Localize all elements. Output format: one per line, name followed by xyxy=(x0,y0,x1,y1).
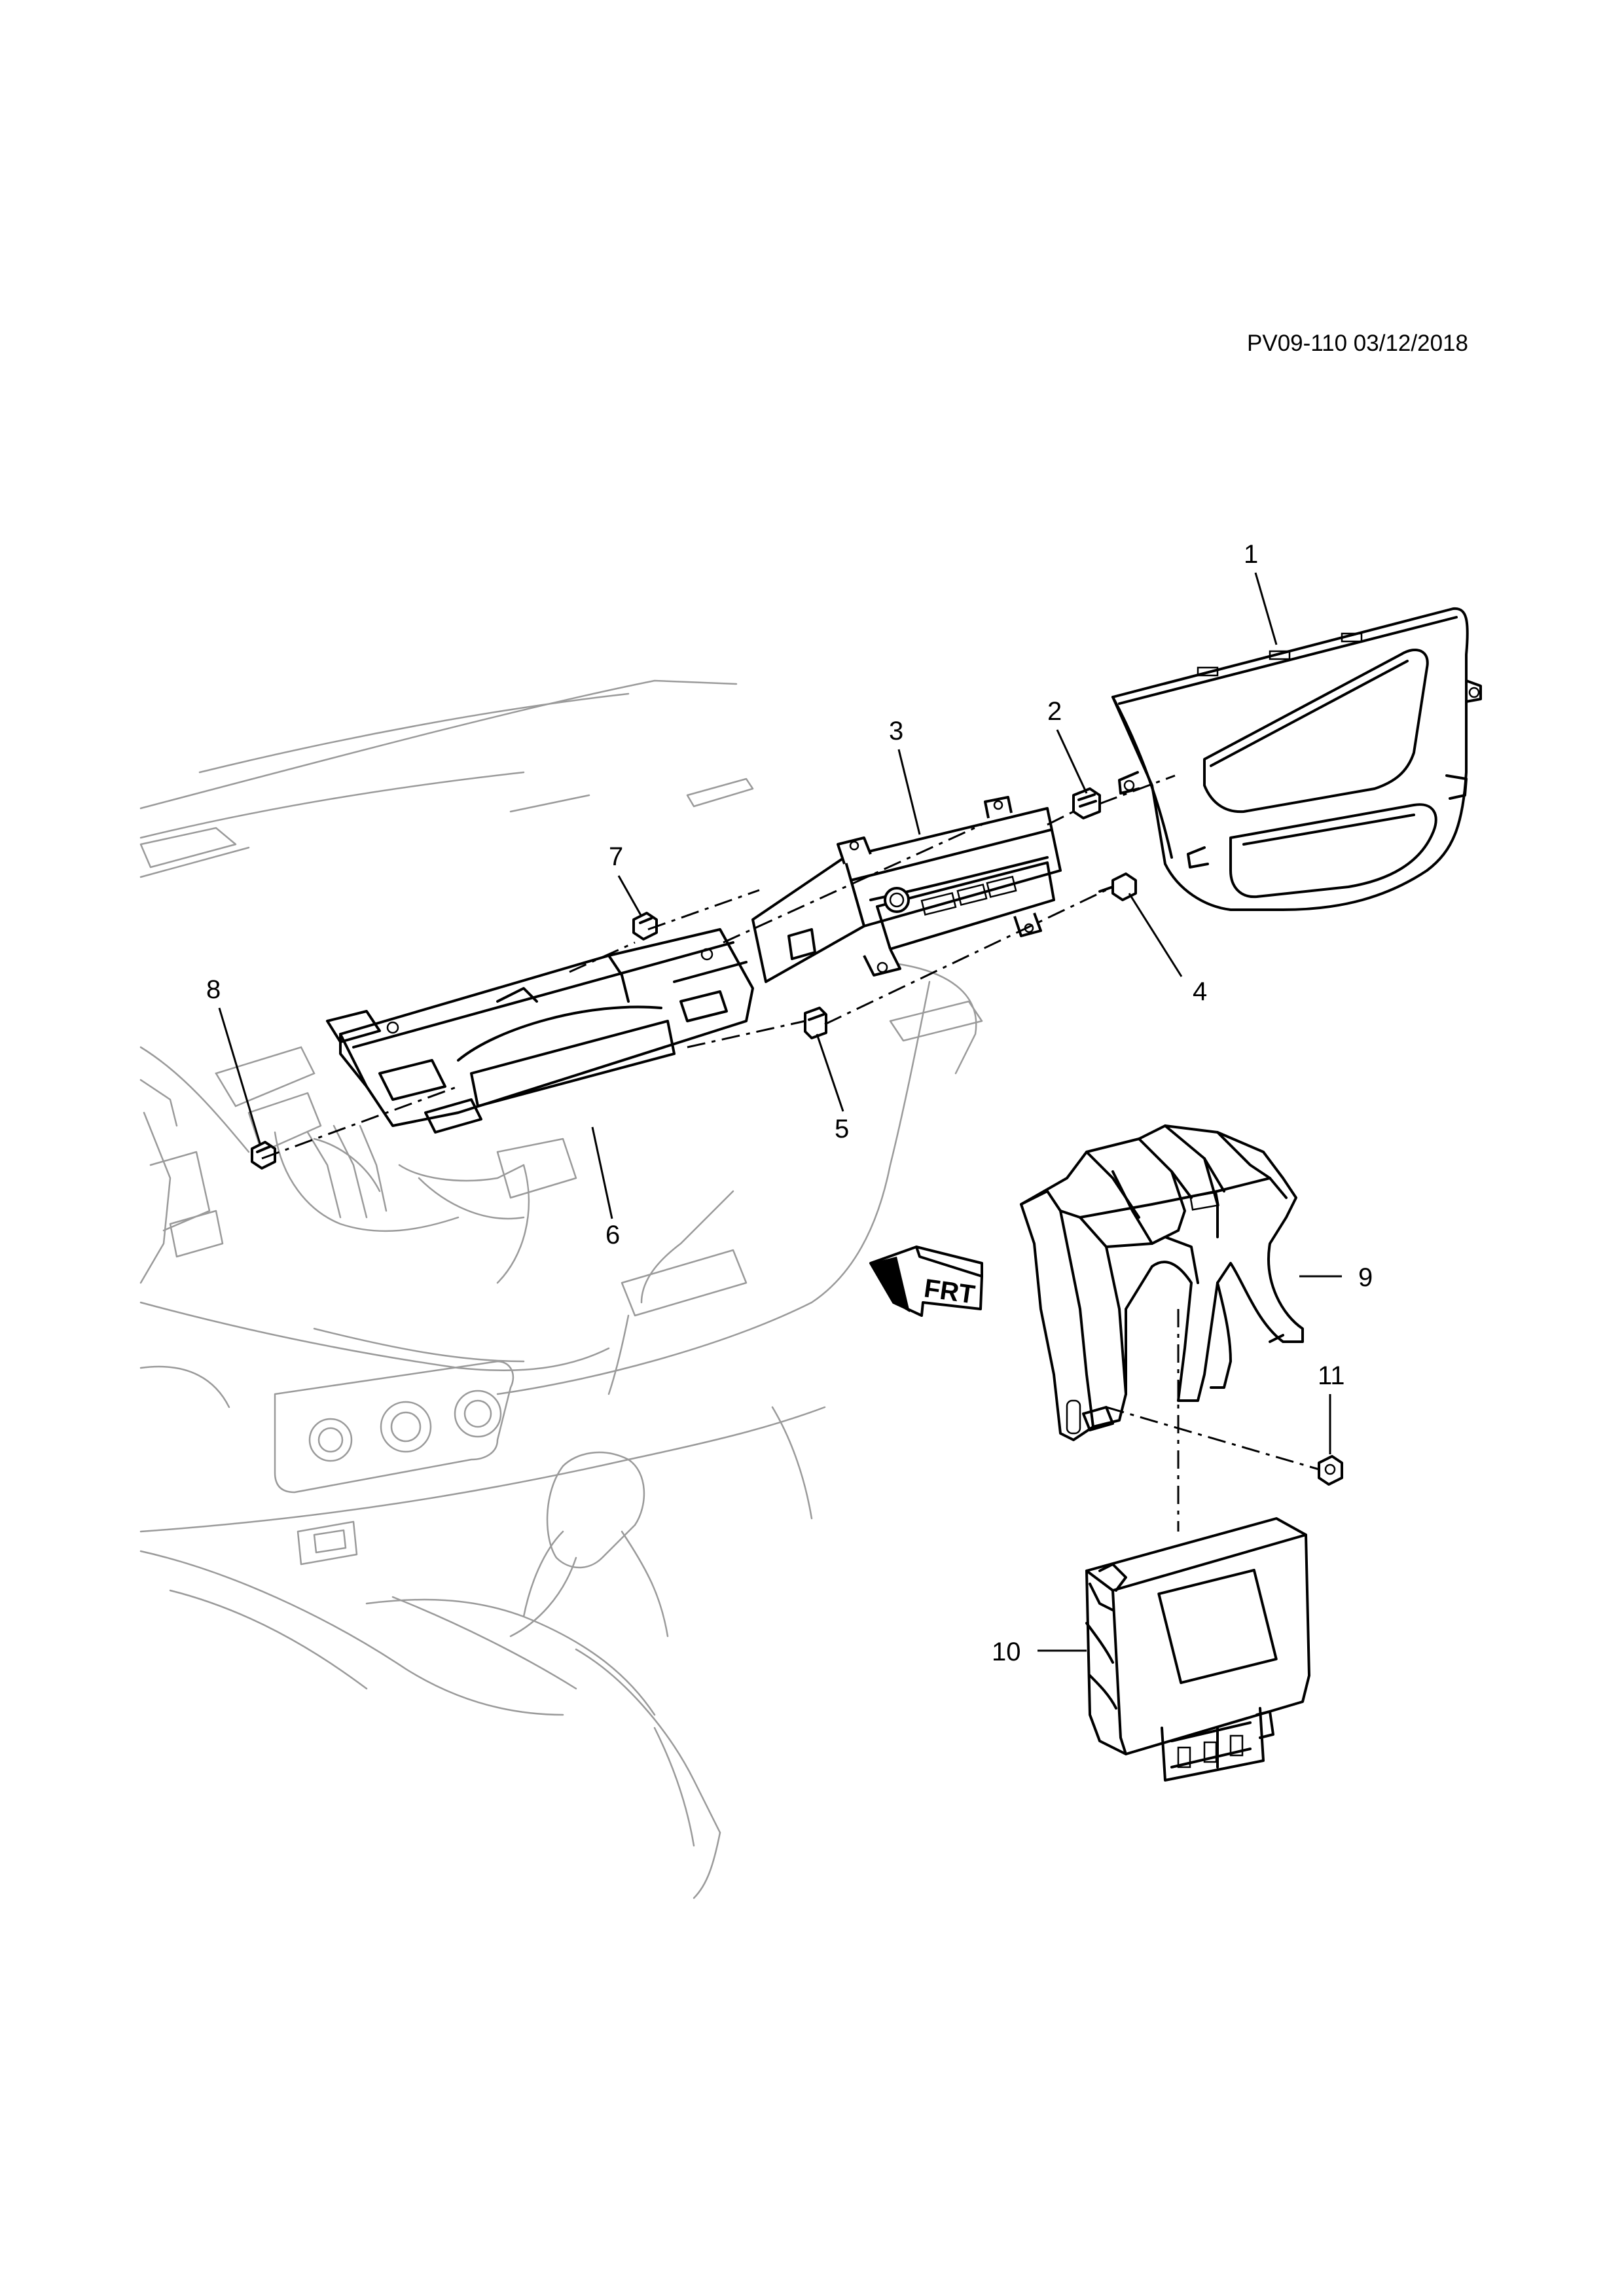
callout-11: 11 xyxy=(1318,1361,1345,1390)
front-direction-arrow: FRT xyxy=(869,1246,983,1317)
callout-10: 10 xyxy=(992,1638,1021,1666)
callout-3: 3 xyxy=(889,717,903,745)
part-2-clip xyxy=(1072,787,1101,819)
part-9-holder xyxy=(1020,1124,1304,1441)
assembly-lines xyxy=(261,774,1320,1532)
callout-2: 2 xyxy=(1047,697,1062,726)
callout-labels: 1 2 3 4 5 6 7 8 9 10 11 xyxy=(206,540,1373,1666)
part-11-nut xyxy=(1318,1455,1343,1486)
callout-1: 1 xyxy=(1244,540,1258,569)
drawing-id: PV09-110 03/12/2018 xyxy=(1247,331,1468,356)
callout-4: 4 xyxy=(1193,977,1207,1006)
dashboard-background xyxy=(139,679,983,1899)
leader-lines xyxy=(218,572,1342,1652)
front-arrow-label: FRT xyxy=(922,1274,977,1309)
part-8-bolt xyxy=(251,1141,276,1170)
part-10-module xyxy=(1085,1517,1310,1782)
part-5-clip xyxy=(804,1007,827,1039)
part-7-bolt xyxy=(632,912,658,941)
callout-6: 6 xyxy=(605,1221,620,1249)
part-1-bezel xyxy=(1111,607,1482,911)
callout-7: 7 xyxy=(609,842,623,871)
callout-8: 8 xyxy=(206,975,221,1004)
part-6-bracket xyxy=(326,928,754,1134)
part-3-control-unit xyxy=(751,796,1062,983)
callout-9: 9 xyxy=(1358,1263,1373,1292)
callout-5: 5 xyxy=(835,1115,849,1143)
